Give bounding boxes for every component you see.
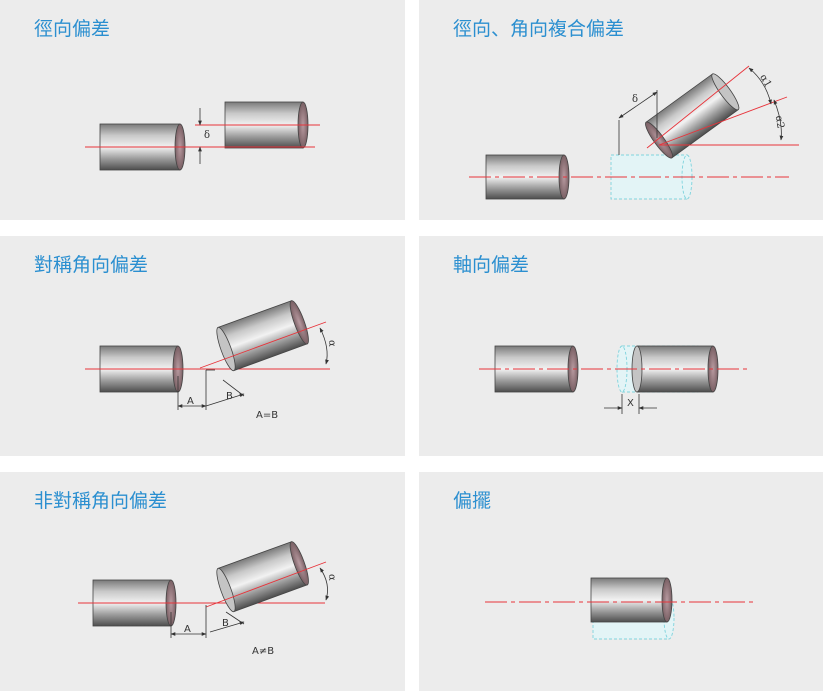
panel-title: 徑向偏差 <box>34 18 111 40</box>
tilted-shaft <box>216 541 309 613</box>
alpha2-ray <box>658 96 788 146</box>
panel-asymmetric-angular: 非對稱角向偏差 A B A≠B α <box>0 472 405 691</box>
label-a: A <box>187 396 194 407</box>
shaft <box>590 577 673 623</box>
alpha1-label: α1 <box>757 73 773 90</box>
panel-symmetric-angular: 對稱角向偏差 A B A=B α <box>0 236 405 456</box>
tilted-axis <box>646 65 750 149</box>
wobble-diagram <box>485 577 755 640</box>
panel-wobble: 偏擺 <box>419 472 823 691</box>
combined-offset-diagram: δ α1 α2 <box>469 65 799 200</box>
tilted-shaft <box>645 73 740 159</box>
tilted-axis <box>205 561 327 608</box>
alpha2-label: α2 <box>773 115 786 130</box>
delta-label: δ <box>632 94 638 105</box>
panel-radial-offset: 徑向偏差 δ <box>0 0 405 220</box>
note-label: A=B <box>256 410 278 421</box>
label-b: B <box>226 391 233 402</box>
panel-title: 非對稱角向偏差 <box>34 490 168 512</box>
tilted-axis <box>199 321 327 369</box>
axial-offset-diagram: X <box>479 345 749 414</box>
panel-title: 對稱角向偏差 <box>34 254 149 276</box>
alpha-label: α <box>326 574 337 581</box>
tilted-shaft <box>216 300 309 372</box>
delta-label: δ <box>204 130 210 141</box>
label-x: X <box>627 398 634 409</box>
label-b: B <box>222 618 229 629</box>
panel-title: 軸向偏差 <box>453 254 530 276</box>
radial-offset-diagram: δ <box>85 101 320 171</box>
panel-combined-offset: 徑向、角向複合偏差 δ α1 α2 <box>419 0 823 220</box>
note-label: A≠B <box>252 646 274 657</box>
panel-title: 偏擺 <box>453 490 492 512</box>
alpha-label: α <box>326 340 337 347</box>
panel-title: 徑向、角向複合偏差 <box>453 18 625 40</box>
asymmetric-angular-diagram: A B A≠B α <box>78 541 337 657</box>
panel-axial-offset: 軸向偏差 X <box>419 236 823 456</box>
symmetric-angular-diagram: A B A=B α <box>85 300 337 421</box>
label-a: A <box>184 624 191 635</box>
